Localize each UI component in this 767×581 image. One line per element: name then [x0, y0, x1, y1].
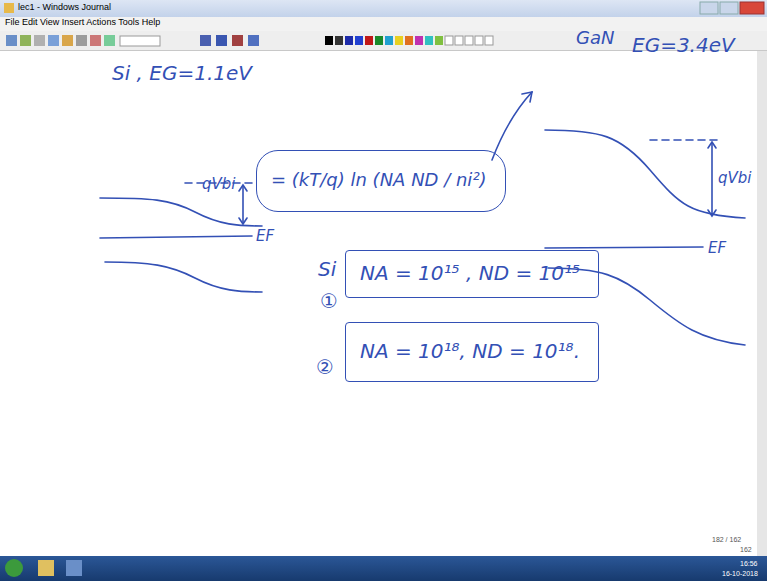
title-bar: [0, 0, 767, 17]
si-band-diagram: [100, 183, 262, 292]
case-number: ②: [316, 356, 334, 378]
canvas: [0, 51, 757, 556]
case-number: ①: [320, 290, 338, 312]
material-label: Si: [318, 258, 336, 280]
barrier-label: qVbi: [202, 176, 235, 193]
scroll-strip: [757, 51, 767, 556]
clock-time: 16:56: [740, 560, 758, 568]
toolbar-icons: [6, 35, 259, 46]
box-text: = (kT/q) ln (NA ND / ni²): [271, 169, 491, 191]
page-number: 162: [740, 546, 752, 554]
formula-box: = (kT/q) ln (NA ND / ni²): [256, 150, 506, 212]
min-button: [700, 2, 718, 14]
menu-items: File Edit View Insert Actions Tools Help: [5, 18, 160, 28]
box-text: NA = 10¹⁵ , ND = 10¹⁵: [360, 261, 584, 285]
fermi-label: EF: [708, 240, 726, 257]
gan-band-diagram: [545, 130, 745, 345]
material-label: GaN: [576, 28, 614, 48]
case-box: NA = 10¹⁵ , ND = 10¹⁵: [345, 250, 599, 298]
box-text: NA = 10¹⁸, ND = 10¹⁸.: [360, 339, 584, 363]
clock-date: 16-10-2018: [722, 570, 758, 578]
bandgap-label: EG=3.4eV: [632, 34, 735, 56]
pointer-arrow: [492, 92, 532, 160]
app-icon: [4, 3, 14, 13]
taskbar-icons: [5, 559, 82, 577]
material-label: Si , EG=1.1eV: [112, 62, 252, 84]
max-button: [720, 2, 738, 14]
color-palette: [325, 36, 493, 45]
window-title: lec1 - Windows Journal: [18, 3, 111, 13]
fermi-label: EF: [256, 228, 274, 245]
task-bar: [0, 556, 767, 581]
barrier-label: qVbi: [718, 170, 751, 187]
page-counter: 182 / 162: [712, 536, 741, 544]
close-button: [740, 2, 764, 14]
case-box: NA = 10¹⁸, ND = 10¹⁸.: [345, 322, 599, 382]
